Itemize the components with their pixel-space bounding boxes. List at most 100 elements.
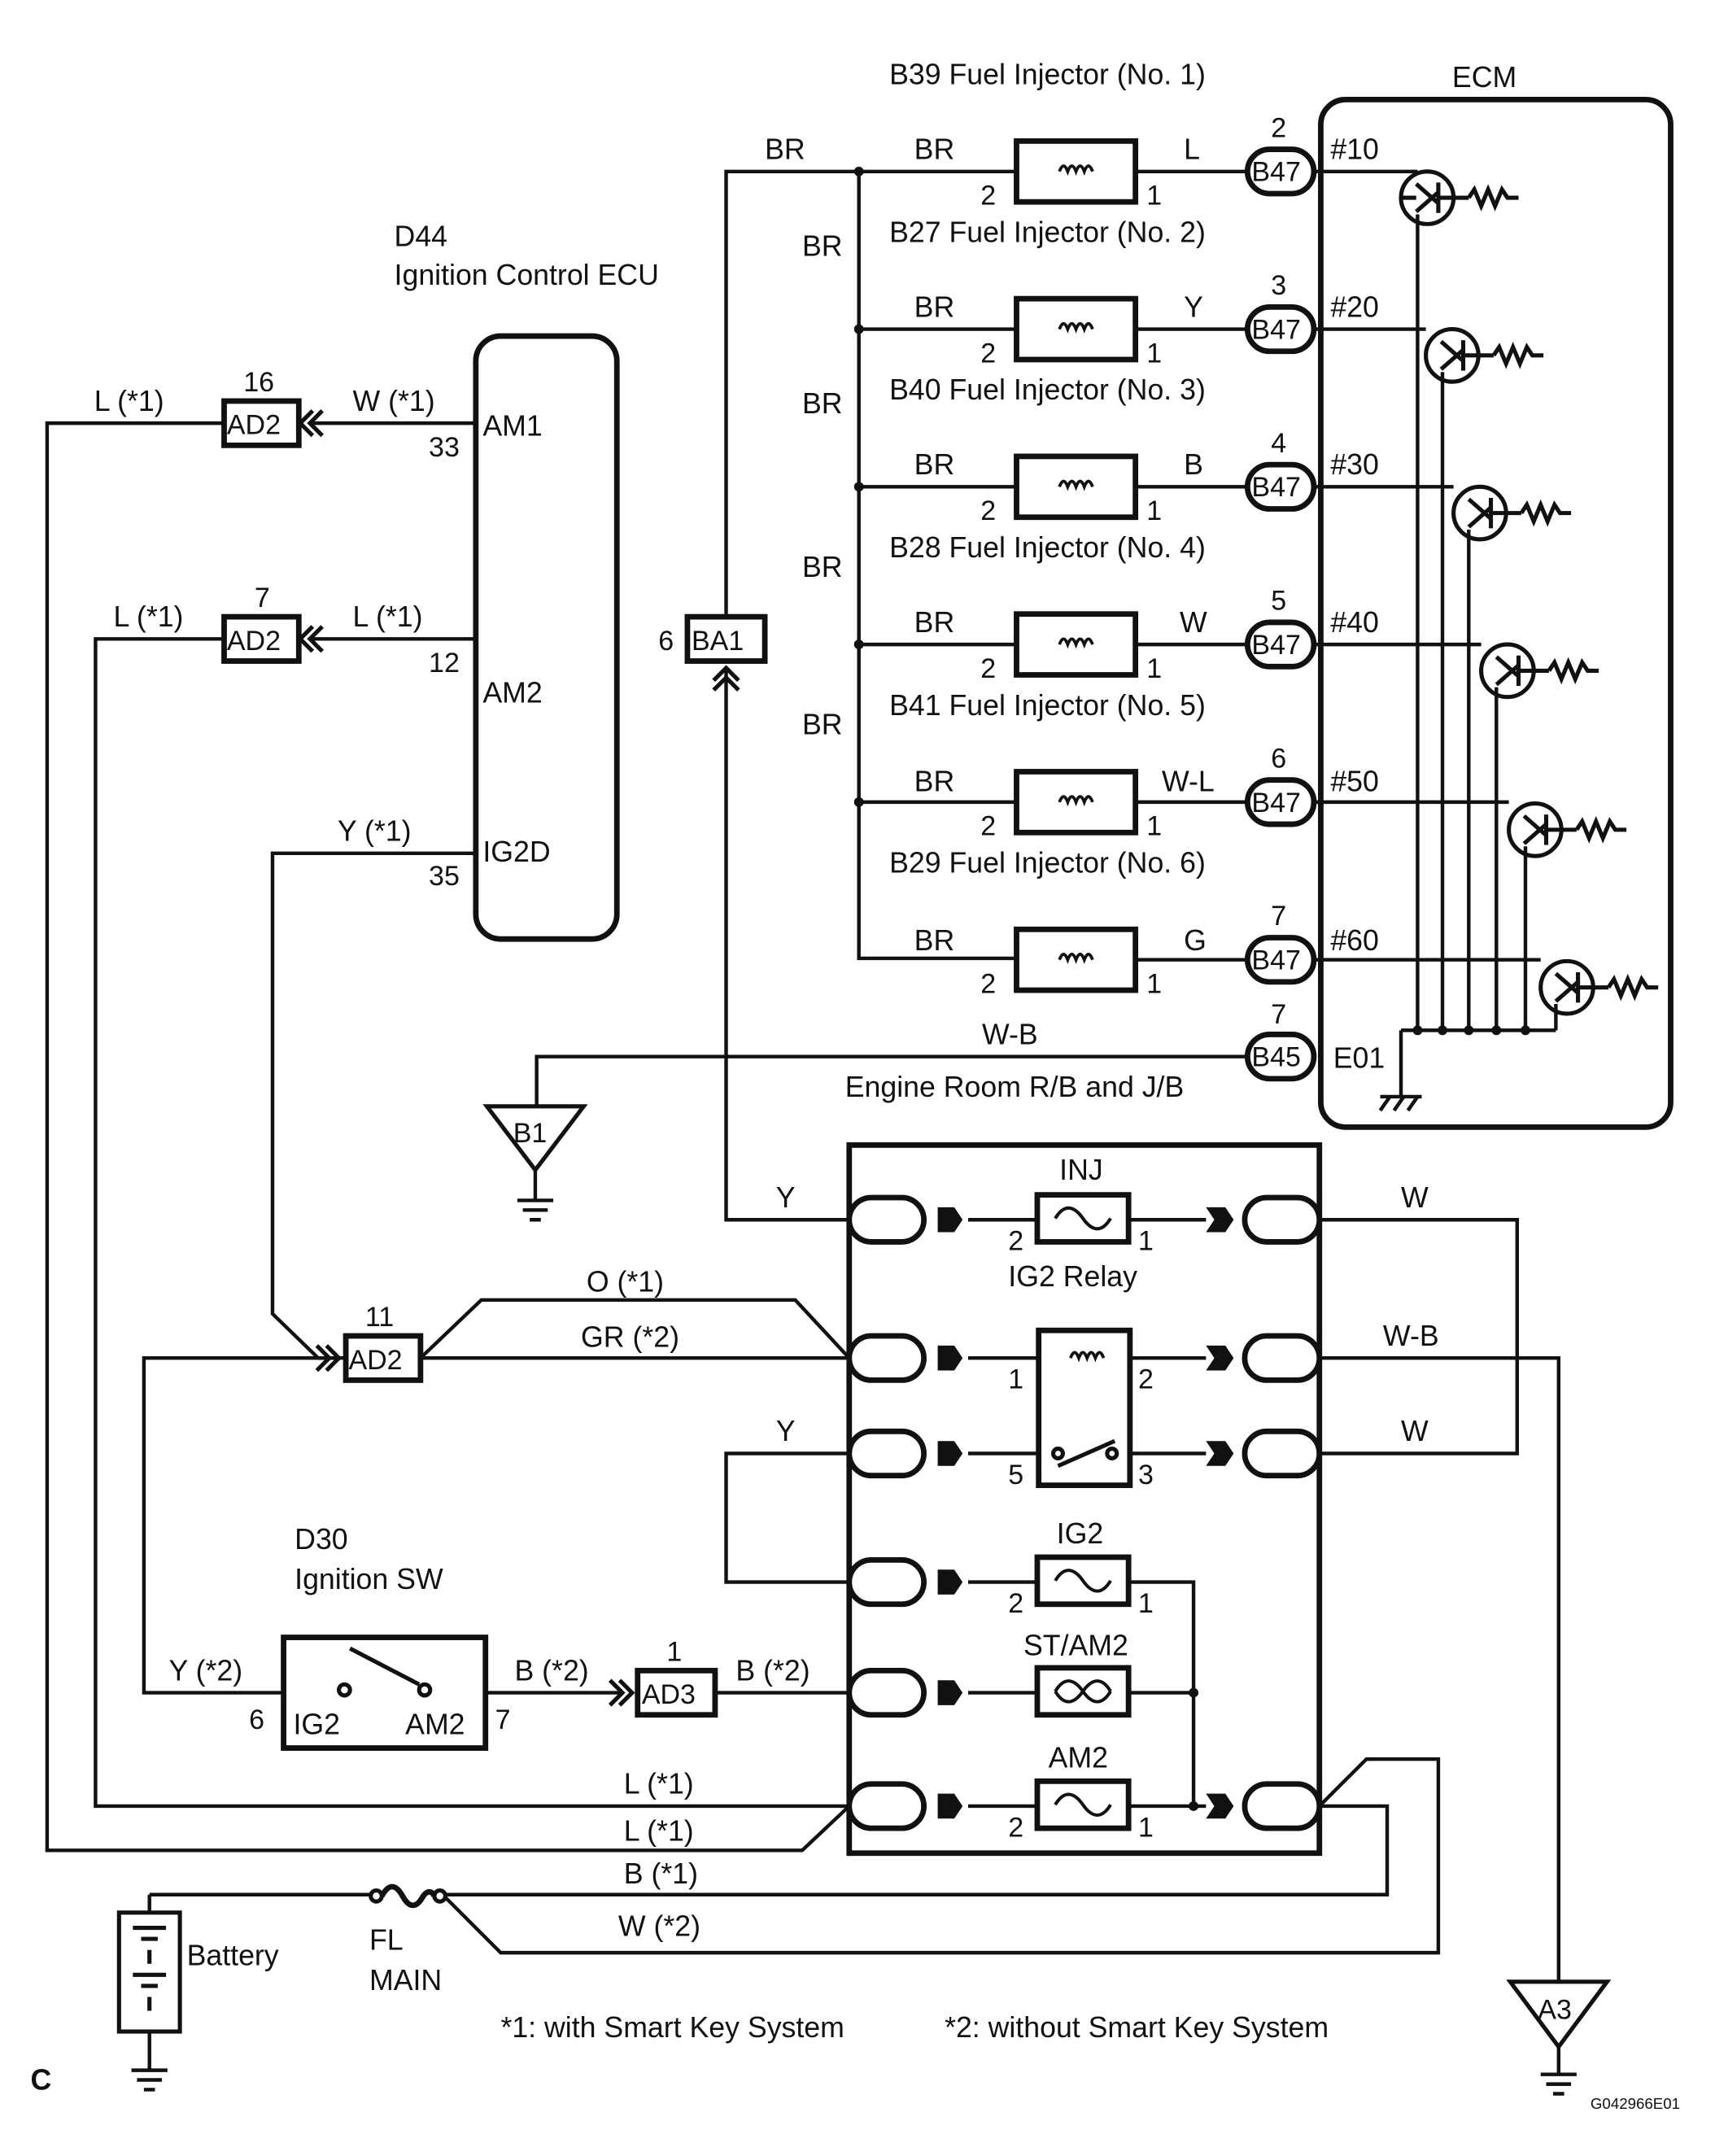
ground-b1-icon	[482, 1104, 588, 1222]
wire-y1-label: Y (*1)	[338, 814, 412, 847]
ignition-sw-box	[281, 1634, 489, 1751]
injector-label-1: B39 Fuel Injector (No. 1)	[889, 59, 1206, 91]
wire-br-top: BR	[765, 133, 805, 165]
connector-ba1-box	[684, 613, 768, 664]
ecm-title: ECM	[1452, 61, 1516, 94]
ecu-pin-am2: AM2	[482, 677, 542, 709]
wire-out-1: L	[1184, 133, 1200, 165]
connector-ad2: AD2	[348, 1345, 402, 1376]
connector-ad3: AD3	[642, 1679, 696, 1710]
wire-w2-label: W (*2)	[618, 1910, 700, 1943]
pin-1: 1	[1146, 811, 1162, 842]
ignition-sw-title: Ignition SW	[295, 1563, 443, 1595]
wire-br-2: BR	[914, 290, 955, 323]
wire-y2-label: Y (*2)	[168, 1654, 242, 1687]
pin-1: 1	[1146, 495, 1162, 526]
wire-o1-label: O (*1)	[587, 1266, 664, 1298]
injector-label-3: B40 Fuel Injector (No. 3)	[889, 373, 1206, 406]
wire-br-6: BR	[914, 924, 955, 957]
wire-br-bus-3: BR	[802, 551, 843, 583]
ad2-16	[45, 398, 851, 1853]
ad3-box	[635, 1667, 718, 1718]
ad2-pin-16: 16	[243, 367, 274, 398]
ecm-pin-10: #10	[1330, 133, 1379, 165]
b47-pin-number: 2	[1271, 112, 1286, 143]
connector-b47: B47	[1251, 314, 1300, 345]
st-am2-fuse-icon	[967, 1665, 1199, 1718]
ignition-sw-am2: AM2	[405, 1709, 465, 1741]
wire-out-5: W-L	[1162, 765, 1215, 797]
am2-fuse-icon	[967, 1778, 1207, 1831]
b47-pin-number: 3	[1271, 270, 1286, 301]
pin-1: 1	[1146, 181, 1162, 212]
injector-label-4: B28 Fuel Injector (No. 4)	[889, 531, 1206, 564]
wire-br-bus-1: BR	[802, 229, 843, 262]
b45-pin-number: 7	[1271, 999, 1286, 1030]
wire-out-3: B	[1184, 448, 1203, 481]
fuse-st-am2-label: ST/AM2	[1023, 1630, 1128, 1662]
ba1-pin-number: 6	[658, 626, 674, 657]
wire-l1-label: L (*1)	[353, 600, 423, 633]
pin-2: 2	[1138, 1364, 1154, 1395]
wire-y-inj	[724, 668, 849, 1222]
relay-box	[846, 1142, 1323, 1857]
inj-fuse-icon	[967, 1192, 1207, 1245]
injector-circuits	[724, 137, 1541, 1082]
b47-pin-number: 5	[1271, 586, 1286, 617]
pin-1: 1	[1146, 968, 1162, 999]
ignition-sw-ig2: IG2	[293, 1709, 340, 1741]
relay-box-left-terminals	[846, 1194, 963, 1831]
ecm-pin-40: #40	[1330, 606, 1379, 639]
ignition-sw-contact-icon	[337, 1646, 433, 1698]
connector-b47: B47	[1251, 472, 1300, 503]
wire-wb-label: W-B	[1383, 1320, 1439, 1352]
wire-b1-label: B (*1)	[624, 1857, 698, 1890]
wire-l1-label: L (*1)	[624, 1814, 694, 1847]
wire-out-4: W	[1180, 606, 1207, 639]
injector-label-5: B41 Fuel Injector (No. 5)	[889, 689, 1206, 722]
b47-pin-number: 6	[1271, 743, 1286, 774]
fl-main-fuse-icon	[369, 1883, 448, 1909]
ecu-pin-am1: AM1	[482, 409, 542, 442]
injector-label-6: B29 Fuel Injector (No. 6)	[889, 847, 1206, 879]
fuse-ig2-label: IG2	[1057, 1517, 1104, 1550]
wire-out-2: Y	[1184, 290, 1203, 323]
ecu-pin-num-33: 33	[429, 432, 460, 463]
main-label: MAIN	[369, 1964, 442, 1997]
corner-letter: C	[31, 2063, 52, 2096]
fl-label: FL	[369, 1924, 404, 1957]
wire-l1-label: L (*1)	[94, 385, 164, 417]
ecm-pin-60: #60	[1330, 924, 1379, 957]
battery-icon	[116, 1892, 371, 2092]
pin-2: 2	[1008, 1226, 1023, 1257]
ad2-7	[94, 613, 849, 1809]
relay-right-wires	[443, 1218, 1561, 1982]
battery-label: Battery	[187, 1939, 279, 1971]
fuse-am2-label: AM2	[1049, 1741, 1108, 1774]
connector-b1: B1	[513, 1118, 548, 1149]
sw-pin-6: 6	[249, 1704, 264, 1735]
pin-5: 5	[1008, 1460, 1023, 1490]
ad2-11	[142, 851, 851, 1695]
injector-label-2: B27 Fuel Injector (No. 2)	[889, 216, 1206, 248]
pin-2: 2	[1008, 1588, 1023, 1619]
ecm-ground-bus	[1378, 214, 1558, 1112]
wire-out-6: G	[1184, 924, 1207, 957]
pin-2: 2	[1008, 1812, 1023, 1843]
pin-3: 3	[1138, 1460, 1154, 1490]
connector-ad2: AD2	[227, 410, 281, 441]
pin-1: 1	[1138, 1226, 1154, 1257]
wire-l1-label: L (*1)	[624, 1768, 694, 1800]
connector-b47: B47	[1251, 630, 1300, 661]
relay-box-right-terminals	[1206, 1194, 1323, 1831]
pin-1: 1	[1146, 338, 1162, 369]
connector-a3: A3	[1538, 1995, 1572, 2026]
pin-1: 1	[1138, 1812, 1154, 1843]
wire-l1-label: L (*1)	[114, 600, 184, 633]
pin-1: 1	[1146, 653, 1162, 684]
ecm-pin-20: #20	[1330, 290, 1379, 323]
pin-1: 1	[1138, 1588, 1154, 1619]
wire-wb-ground	[535, 1054, 1248, 1106]
ground-a3-icon	[1506, 1979, 1612, 2096]
wire-y-loop	[724, 1451, 849, 1584]
